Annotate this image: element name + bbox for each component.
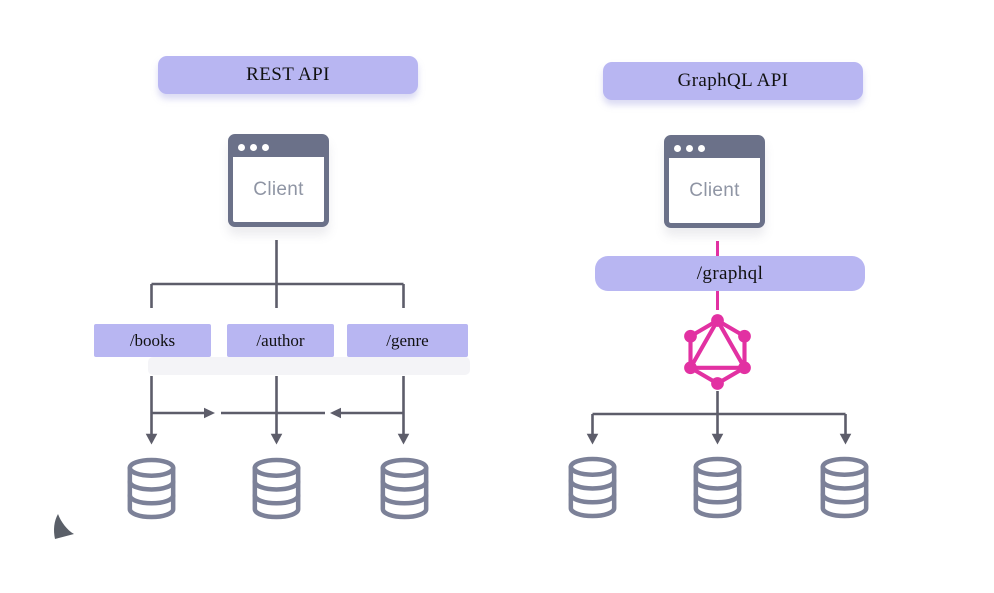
window-dot-icon xyxy=(698,145,705,152)
rest-api-title: REST API xyxy=(158,56,418,94)
database-icon xyxy=(377,457,432,520)
arrowhead-right xyxy=(204,407,215,419)
endpoint-books-label: /books xyxy=(129,330,176,350)
rest-branch-lines xyxy=(150,240,405,308)
arrowhead-down xyxy=(145,433,158,445)
arrowhead-down xyxy=(397,433,410,445)
arrowhead-left xyxy=(330,407,341,419)
endpoint-author: /author xyxy=(227,324,334,357)
database-icon xyxy=(690,456,745,519)
browser-titlebar xyxy=(668,139,761,158)
graphql-endpoint: /graphql xyxy=(595,256,865,291)
rest-client-label: Client xyxy=(253,178,304,200)
window-dot-icon xyxy=(250,144,257,151)
window-dot-icon xyxy=(238,144,245,151)
arrowhead-down xyxy=(586,433,599,445)
rest-api-title-label: REST API xyxy=(246,64,330,85)
graphql-api-title: GraphQL API xyxy=(603,62,863,100)
database-icon xyxy=(249,457,304,520)
database-icon xyxy=(124,457,179,520)
graphql-client-window: Client xyxy=(664,135,765,228)
endpoint-author-label: /author xyxy=(256,330,305,350)
graphql-db-arrows xyxy=(586,391,852,445)
endpoint-books: /books xyxy=(94,324,211,357)
arrowhead-down xyxy=(839,433,852,445)
endpoint-genre: /genre xyxy=(347,324,468,357)
window-dot-icon xyxy=(262,144,269,151)
endpoint-genre-label: /genre xyxy=(386,330,429,350)
ghost-band-artifact xyxy=(148,357,470,375)
database-icon xyxy=(565,456,620,519)
database-icon xyxy=(817,456,872,519)
rest-db-arrows xyxy=(145,376,410,445)
graphql-api-title-label: GraphQL API xyxy=(677,70,789,91)
graphql-logo-icon xyxy=(680,314,755,390)
arrowhead-down xyxy=(270,433,283,445)
browser-titlebar xyxy=(232,138,325,157)
window-dot-icon xyxy=(686,145,693,152)
arrowhead-down xyxy=(711,433,724,445)
cursor-artifact xyxy=(54,514,74,539)
rest-client-window: Client xyxy=(228,134,329,227)
graphql-client-label: Client xyxy=(689,179,740,201)
window-dot-icon xyxy=(674,145,681,152)
graphql-endpoint-label: /graphql xyxy=(696,262,764,284)
